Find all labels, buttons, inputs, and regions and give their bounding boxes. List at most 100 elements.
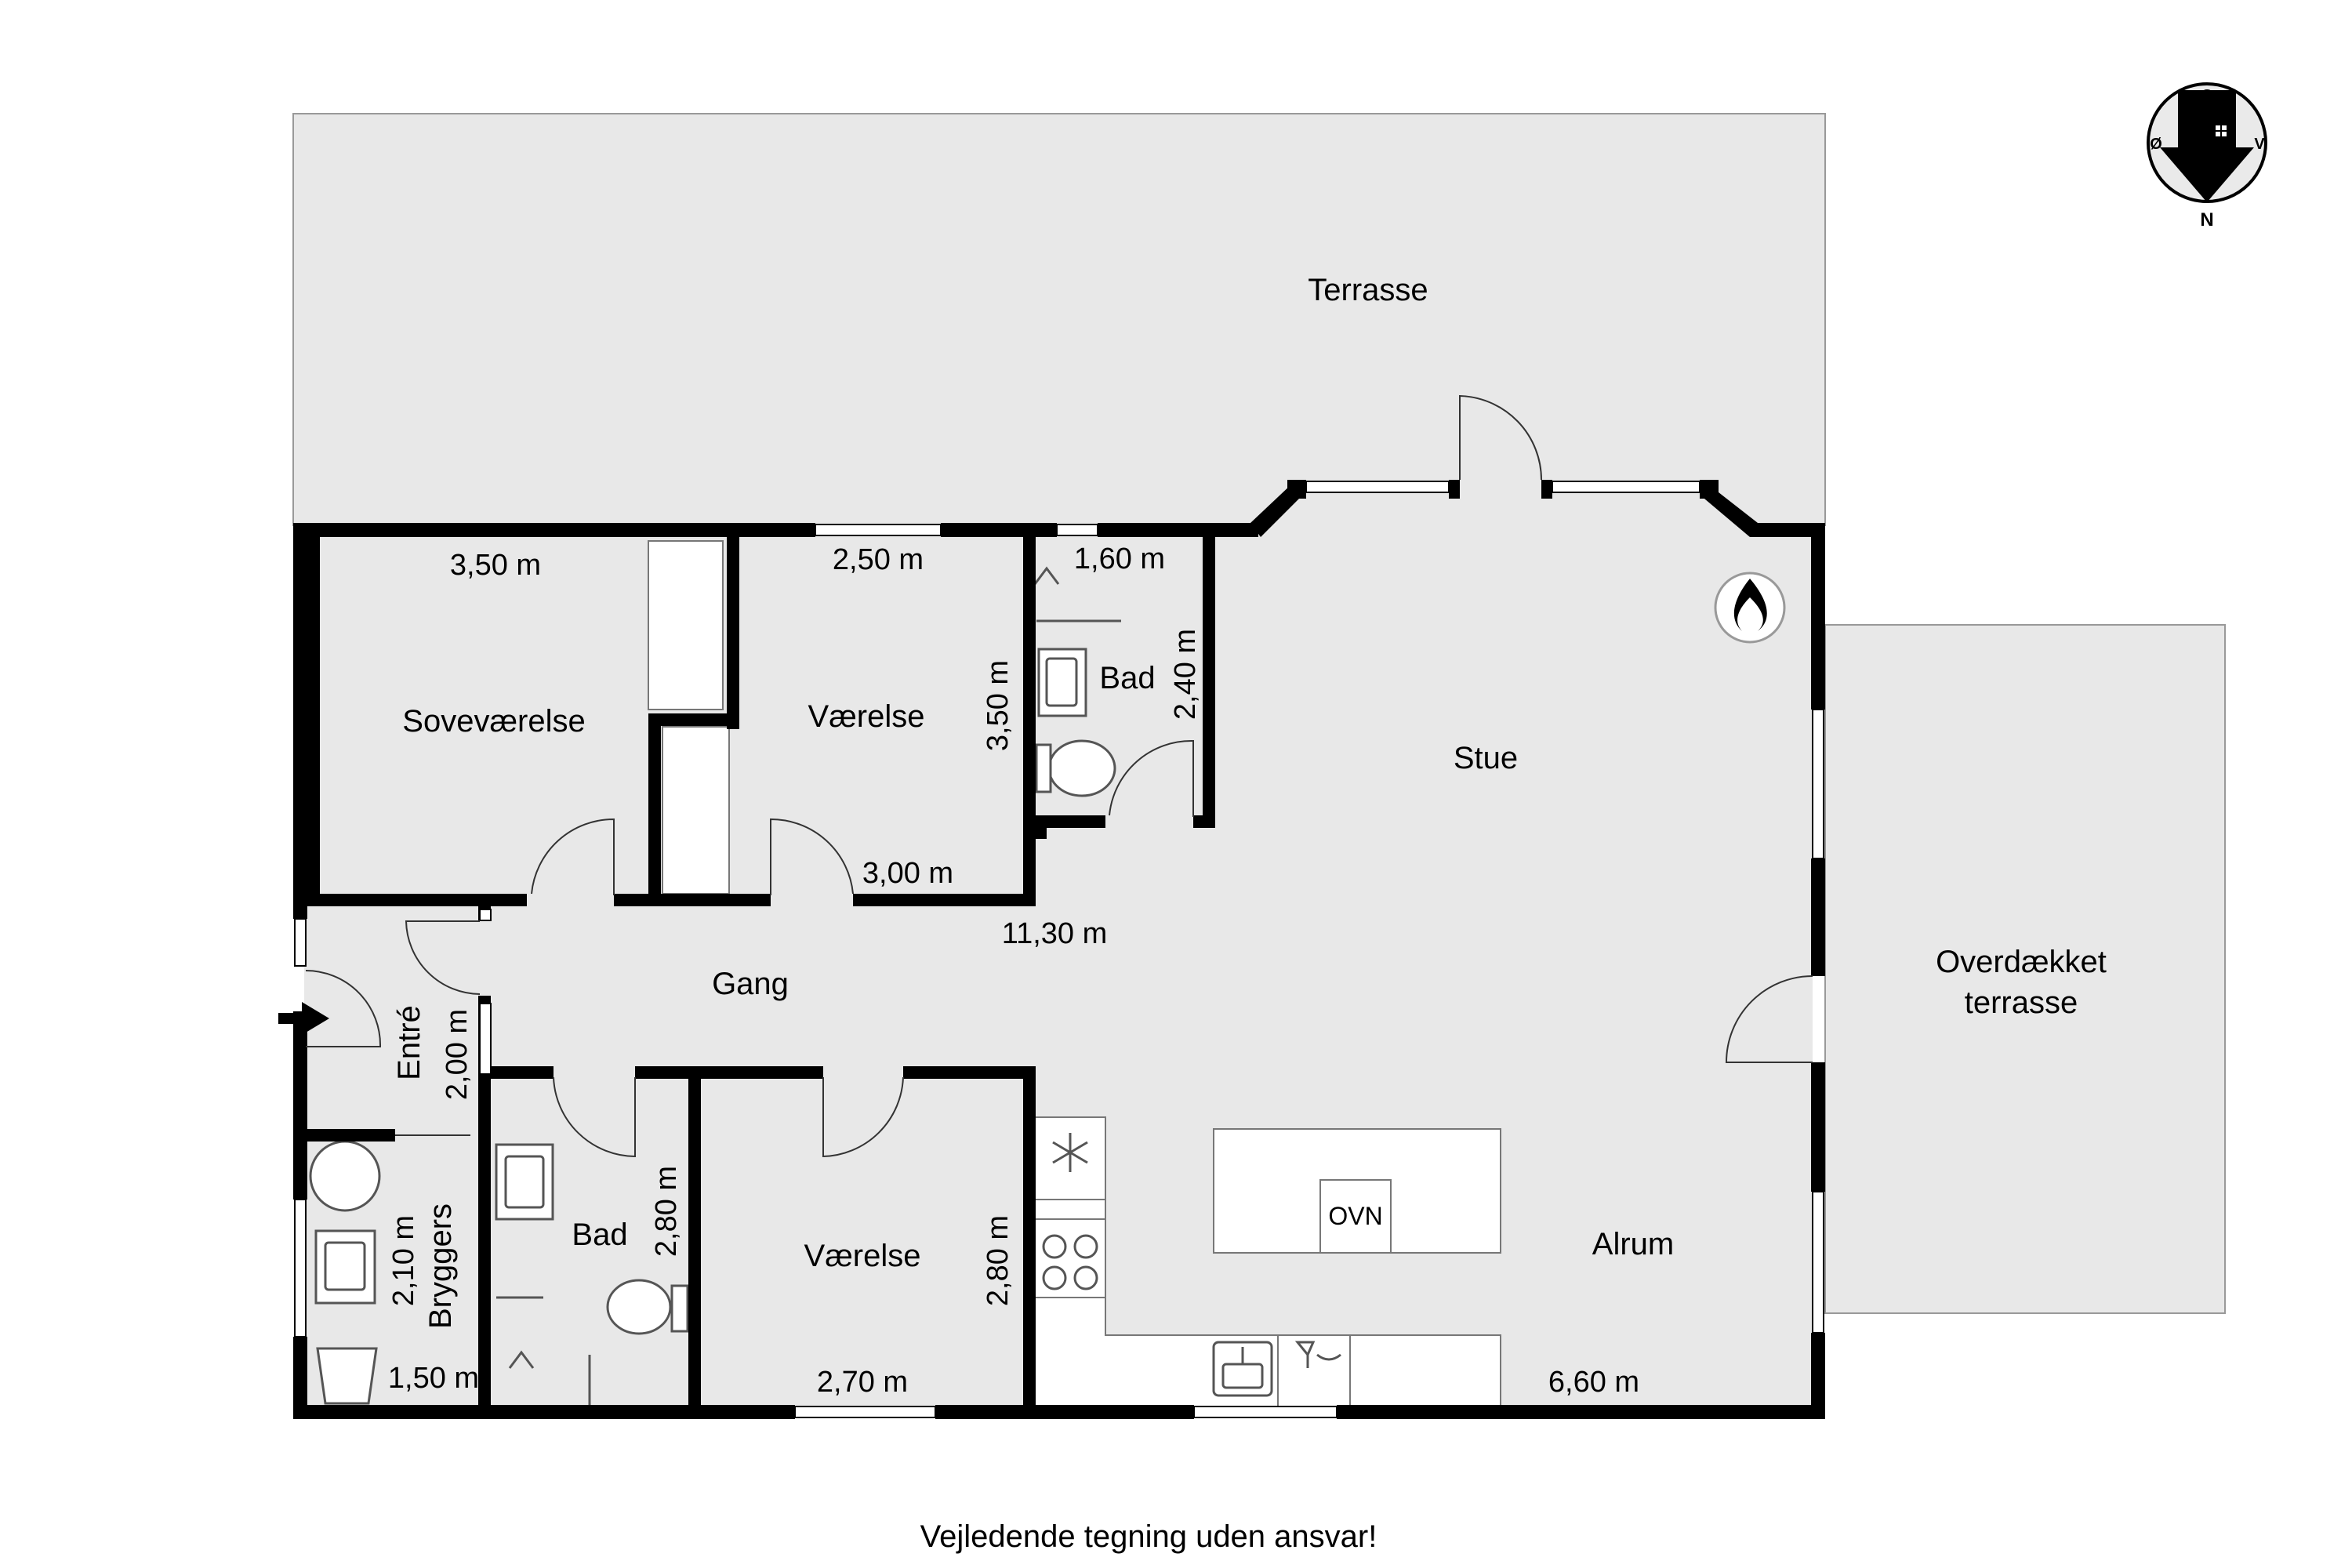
door-bedroom: [531, 818, 615, 895]
shower-icon: [1033, 566, 1060, 585]
door-gang: [405, 920, 481, 995]
wardrobe-lower: [662, 726, 730, 895]
label-vaerelse-bottom: Værelse: [804, 1239, 921, 1273]
dim-vaerelse-top-depth: 3,50 m: [982, 660, 1014, 751]
bathroom-bottom-fixtures: [495, 1143, 689, 1407]
wall-bad-bottom-top-a: [491, 1066, 554, 1079]
room-labels: Terrasse Soveværelse Værelse Bad Stue Ov…: [392, 273, 2107, 1329]
window: [294, 918, 307, 967]
wall-bottom-left: [293, 1405, 795, 1419]
wall-bedroom-bottom-a: [307, 894, 527, 906]
entry-arrow-icon: [278, 1002, 329, 1035]
dim-vaerelse-bottom-width: 2,70 m: [817, 1366, 908, 1399]
dim-sovevaerelse-width: 3,50 m: [450, 549, 541, 582]
window: [294, 1199, 307, 1338]
wall-bottom-mid: [935, 1405, 1194, 1419]
dryer-icon: [316, 1347, 378, 1405]
dim-entre-depth: 2,00 m: [441, 1009, 474, 1100]
utility-fixtures: [309, 1140, 381, 1405]
compass-east: Ø: [2150, 136, 2162, 153]
disclaimer-caption: Vejledende tegning uden ansvar!: [920, 1519, 1377, 1554]
dim-bryggers-width: 1,50 m: [388, 1362, 479, 1395]
wall-top-right: [1750, 523, 1825, 537]
wall-right-bottom: [1811, 1333, 1825, 1419]
window: [794, 1406, 936, 1418]
window: [815, 524, 942, 536]
label-sovevaerelse: Soveværelse: [402, 704, 585, 739]
dim-bad-bottom-depth: 2,80 m: [650, 1166, 683, 1257]
wall-top-left: [293, 523, 815, 537]
window: [1812, 709, 1824, 859]
dishwasher-icon: [1294, 1341, 1341, 1368]
compass-south: S: [2201, 87, 2212, 104]
wall-vaerelse-top-b: [903, 1066, 1035, 1079]
stove-burners-icon: [1042, 1234, 1098, 1290]
wall-vaerelse-right: [1023, 533, 1036, 906]
window: [479, 909, 492, 921]
wall-top-mid: [941, 523, 1057, 537]
windows: [294, 481, 1824, 1418]
wall-bedroom-right: [307, 533, 320, 902]
label-gang: Gang: [712, 967, 789, 1001]
wall-bedroom-bottom-b: [614, 894, 771, 906]
toilet-icon: [1047, 739, 1116, 797]
dim-vaerelse-top-width: 2,50 m: [833, 543, 924, 576]
wardrobes: [648, 540, 730, 895]
wall-closet-h: [648, 713, 739, 726]
wall-closet-divider: [727, 533, 739, 729]
wall-utility-top: [307, 1129, 395, 1142]
dim-bad-top-width: 1,60 m: [1074, 543, 1165, 575]
toilet-icon: [606, 1279, 672, 1335]
washing-machine-icon: [309, 1140, 381, 1212]
door-covered-terrace: [1725, 975, 1813, 1063]
compass-icon: S Ø V N: [2147, 82, 2267, 230]
door-vaerelse: [770, 818, 854, 895]
wall-vaerelse-right-b: [1023, 1066, 1036, 1419]
label-bad-top: Bad: [1099, 661, 1155, 695]
dim-vaerelse-bottom-depth: 2,80 m: [982, 1215, 1014, 1306]
dim-vaerelse-top-width-lower: 3,00 m: [862, 857, 953, 890]
compass-west: V: [2254, 136, 2265, 153]
dim-bryggers-depth: 2,10 m: [387, 1215, 420, 1306]
window: [1552, 481, 1700, 493]
wall-bottom-right: [1337, 1405, 1825, 1419]
door-vaerelse-bottom: [822, 1076, 904, 1158]
label-bryggers: Bryggers: [423, 1203, 458, 1329]
door-bad-bottom: [553, 1076, 636, 1158]
wall-closet-left: [648, 713, 661, 906]
label-stue: Stue: [1454, 741, 1518, 775]
label-bad-bottom: Bad: [572, 1218, 627, 1252]
floor-areas: [292, 113, 2226, 1314]
door-bad-top: [1109, 739, 1194, 817]
label-vaerelse-top: Værelse: [808, 699, 925, 734]
wall-bad-vaerelse: [688, 1066, 701, 1419]
window: [1812, 1191, 1824, 1334]
window: [1056, 524, 1098, 536]
wall-right-mid: [1811, 858, 1825, 976]
wardrobe-upper: [648, 540, 724, 710]
label-overdaekket-2: terrasse: [1965, 985, 2078, 1020]
bathroom-top-fixtures: [1033, 566, 1121, 797]
terrace-area: [292, 113, 1826, 526]
dimension-labels: 3,50 m 2,50 m 1,60 m 2,40 m 3,50 m 3,00 …: [387, 543, 1639, 1399]
door-terrace: [1459, 394, 1542, 481]
wall-right-upper: [1811, 523, 1825, 710]
walls: [293, 480, 1825, 1419]
label-oven: OVN: [1328, 1202, 1382, 1230]
wall-top-bad: [1098, 523, 1258, 537]
wall-right-lower: [1811, 1062, 1825, 1192]
covered-terrace-area: [1824, 624, 2226, 1314]
fireplace-icon: [1714, 572, 1786, 644]
wall-bad-bottom-top-b: [635, 1066, 823, 1079]
compass-north: N: [2200, 209, 2213, 230]
label-alrum: Alrum: [1592, 1227, 1674, 1261]
dim-alrum-width: 6,60 m: [1548, 1366, 1639, 1399]
wall-left-top: [293, 523, 307, 919]
wall-entry-right: [478, 996, 491, 1419]
wall-left-bottom: [293, 1047, 307, 1200]
dim-overall-length: 11,30 m: [1002, 917, 1107, 950]
shower-icon: [508, 1350, 535, 1369]
label-entre: Entré: [392, 1005, 426, 1080]
wall-bad-right: [1203, 533, 1215, 828]
